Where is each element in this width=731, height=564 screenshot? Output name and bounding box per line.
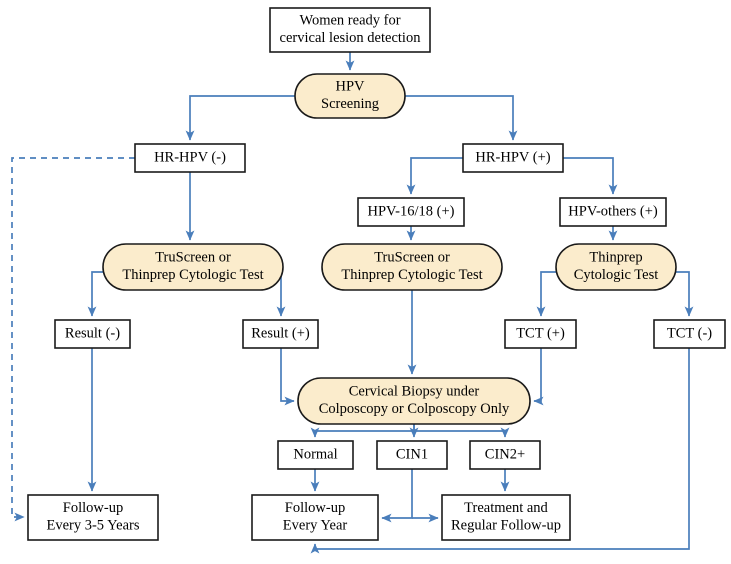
connector-biopsy-to-normal	[310, 424, 415, 438]
node-label-biopsy: Colposcopy or Colposcopy Only	[319, 401, 510, 417]
node-hpv-others[interactable]: HPV-others (+)	[559, 197, 667, 227]
node-label-biopsy: Cervical Biopsy under	[349, 384, 480, 400]
node-label-tct-pos: TCT (+)	[516, 325, 565, 341]
node-label-test-right: Thinprep	[589, 250, 642, 266]
node-shape-tct-pos	[504, 319, 577, 349]
connector-result-pos-to-biopsy	[280, 348, 295, 406]
node-label-result-neg: Result (-)	[65, 325, 120, 341]
node-shape-result-pos	[242, 319, 319, 349]
connector-pos-to-1618	[406, 157, 463, 195]
node-shape-test-right	[555, 243, 677, 291]
connector-cin1-to-followup-year	[381, 469, 413, 523]
node-cin2[interactable]: CIN2+	[469, 440, 541, 470]
node-tct-pos[interactable]: TCT (+)	[504, 319, 577, 349]
node-label-hr-hpv-neg: HR-HPV (-)	[154, 149, 226, 165]
node-label-followup-3-5: Every 3-5 Years	[46, 518, 139, 534]
node-label-cin2: CIN2+	[485, 446, 525, 462]
node-normal[interactable]: Normal	[277, 440, 354, 470]
node-label-test-mid: Thinprep Cytologic Test	[341, 267, 482, 283]
node-label-followup-year: Follow-up	[285, 500, 345, 516]
node-shape-treatment	[441, 494, 571, 541]
node-label-treatment: Regular Follow-up	[451, 518, 561, 534]
node-label-test-right: Cytologic Test	[574, 267, 659, 283]
node-label-hpv-1618-pos: HPV-16/18 (+)	[368, 203, 455, 219]
node-hpv-1618-pos[interactable]: HPV-16/18 (+)	[357, 197, 465, 227]
node-result-pos[interactable]: Result (+)	[242, 319, 319, 349]
node-shape-hr-hpv-pos	[462, 143, 564, 173]
node-label-cin1: CIN1	[396, 446, 428, 462]
node-hr-hpv-pos[interactable]: HR-HPV (+)	[462, 143, 564, 173]
node-label-hpv-screening: HPV	[335, 79, 365, 95]
node-label-treatment: Treatment and	[464, 500, 548, 516]
node-label-hpv-screening: Screening	[321, 96, 379, 112]
node-shape-test-left	[102, 243, 284, 291]
node-shape-biopsy	[297, 377, 531, 425]
node-label-test-mid: TruScreen or	[374, 250, 450, 266]
node-label-test-left: Thinprep Cytologic Test	[122, 267, 263, 283]
node-shape-test-mid	[321, 243, 503, 291]
node-shape-followup-3-5	[27, 494, 159, 541]
node-label-hr-hpv-pos: HR-HPV (+)	[475, 149, 550, 165]
node-result-neg[interactable]: Result (-)	[54, 319, 131, 349]
node-label-test-left: TruScreen or	[155, 250, 231, 266]
node-label-followup-year: Every Year	[283, 518, 348, 534]
connector-screening-to-pos	[405, 95, 518, 141]
connectors-group	[11, 52, 694, 554]
connector-biopsy-to-cin2	[414, 427, 510, 438]
node-tct-neg[interactable]: TCT (-)	[653, 319, 726, 349]
node-shape-tct-neg	[653, 319, 726, 349]
node-label-start: Women ready for	[299, 13, 400, 29]
node-label-start: cervical lesion detection	[280, 30, 422, 46]
node-shape-hpv-screening	[294, 73, 406, 119]
connector-screening-to-neg	[185, 95, 295, 141]
node-shape-start	[269, 7, 431, 53]
node-label-tct-neg: TCT (-)	[667, 325, 712, 341]
connector-test-right-to-tct-pos	[536, 271, 563, 317]
connector-tct-neg-loop	[310, 348, 690, 554]
node-shape-cin2	[469, 440, 541, 470]
connector-pos-to-others	[563, 157, 618, 195]
node-shape-hr-hpv-neg	[134, 143, 246, 173]
node-shape-result-neg	[54, 319, 131, 349]
node-label-followup-3-5: Follow-up	[63, 500, 123, 516]
connector-hr-hpv-neg-dashed-loop	[11, 157, 135, 522]
node-hr-hpv-neg[interactable]: HR-HPV (-)	[134, 143, 246, 173]
node-shape-followup-year	[251, 494, 379, 541]
node-label-hpv-others: HPV-others (+)	[568, 203, 658, 219]
connector-tct-pos-to-biopsy	[533, 348, 544, 406]
node-shape-cin1	[376, 440, 448, 470]
node-label-result-pos: Result (+)	[251, 325, 310, 341]
node-shape-hpv-others	[559, 197, 667, 227]
node-cin1[interactable]: CIN1	[376, 440, 448, 470]
node-shape-hpv-1618-pos	[357, 197, 465, 227]
node-shape-normal	[277, 440, 354, 470]
node-label-normal: Normal	[293, 446, 337, 462]
